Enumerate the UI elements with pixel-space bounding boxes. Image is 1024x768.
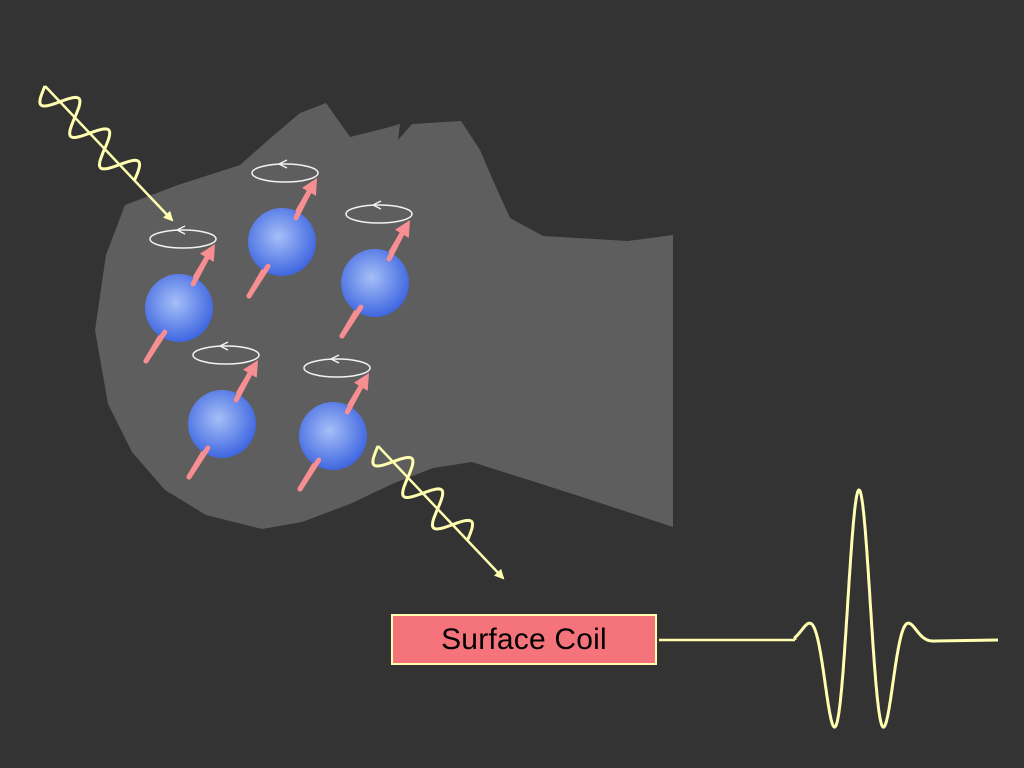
- rf-wave-out-arrow-icon: [371, 445, 505, 580]
- proton-sphere-icon: [145, 274, 213, 342]
- surface-coil-label: Surface Coil: [441, 622, 607, 656]
- precession-loop-icon: [192, 341, 260, 365]
- precession-loop-icon: [149, 225, 217, 249]
- proton-4: [186, 341, 260, 480]
- precession-loop-icon: [345, 200, 413, 224]
- proton-sphere-icon: [341, 249, 409, 317]
- proton-2: [246, 159, 319, 299]
- proton-sphere-icon: [299, 402, 367, 470]
- proton-3: [339, 200, 413, 339]
- proton-5: [297, 354, 371, 492]
- mr-signal-echo-icon: [793, 488, 999, 729]
- precession-loop-icon: [251, 159, 319, 183]
- surface-coil-box: Surface Coil: [391, 614, 657, 665]
- proton-1: [143, 225, 217, 364]
- proton-sphere-icon: [188, 390, 256, 458]
- rf-wave-in-arrow-icon: [38, 85, 174, 222]
- proton-sphere-icon: [248, 208, 316, 276]
- protons-group: [143, 159, 413, 492]
- precession-loop-icon: [303, 354, 371, 378]
